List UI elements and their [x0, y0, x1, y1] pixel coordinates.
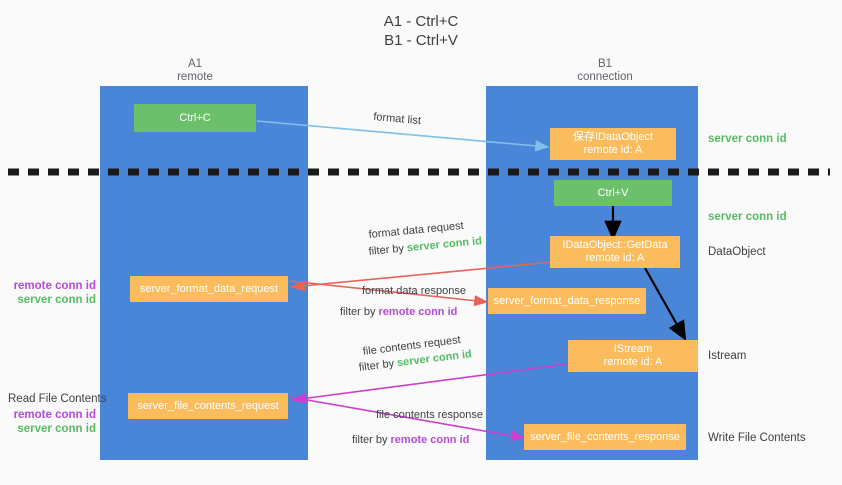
edge-label-format-data-response-filter: filter by remote conn id — [340, 305, 457, 319]
lane-a1-sub: remote — [177, 71, 213, 83]
node-server-format-data-response[interactable]: server_format_data_response — [488, 288, 646, 314]
diagram-title-line2: B1 - Ctrl+V — [384, 32, 458, 49]
edge-filter-prefix-3: filter by — [358, 357, 398, 374]
left-conn-stack-format: remote conn id server conn id — [0, 279, 96, 307]
node-server-format-data-response-label: server_format_data_response — [493, 294, 641, 307]
edge-filter-prefix-4: filter by — [352, 434, 391, 446]
lane-b1-name: B1 — [597, 58, 613, 70]
edge-filter-key-4: remote conn id — [390, 434, 470, 446]
edge-label-file-contents-response: file contents response — [376, 409, 484, 421]
edge-filter-prefix-1: filter by — [368, 242, 408, 258]
node-ctrl-v[interactable]: Ctrl+V — [554, 180, 672, 206]
label-server-conn-id-1: server conn id — [17, 294, 96, 306]
label-server-conn-id-mid: server conn id — [708, 211, 787, 223]
node-save-idataobject-line2: remote id: A — [583, 144, 643, 156]
node-server-file-contents-response-label: server_file_contents_response — [530, 430, 680, 443]
node-idataobject-getdata[interactable]: IDataObject::GetData remote id: A — [550, 236, 680, 268]
node-server-file-contents-response[interactable]: server_file_contents_response — [524, 424, 686, 450]
lane-header-a1: A1 remote — [120, 58, 270, 84]
node-save-idataobject-line1: 保存IDataObject — [572, 131, 654, 143]
node-istream[interactable]: IStream remote id: A — [568, 340, 698, 372]
left-conn-stack-file: remote conn id server conn id — [0, 408, 96, 436]
edge-filter-prefix-2: filter by — [340, 306, 379, 318]
node-ctrl-v-label: Ctrl+V — [597, 186, 629, 199]
label-read-file-contents: Read File Contents — [8, 393, 107, 405]
node-ctrl-c-label: Ctrl+C — [179, 111, 211, 124]
node-ctrl-c[interactable]: Ctrl+C — [134, 104, 256, 132]
node-getdata-line2: remote id: A — [585, 252, 645, 264]
node-istream-line1: IStream — [613, 343, 653, 355]
edge-label-format-list: format list — [372, 110, 422, 128]
node-server-file-contents-request-label: server_file_contents_request — [137, 399, 279, 412]
node-server-format-data-request-label: server_format_data_request — [139, 282, 279, 295]
label-server-conn-id-2: server conn id — [17, 423, 96, 435]
label-remote-conn-id-2: remote conn id — [13, 409, 96, 421]
node-getdata-line1: IDataObject::GetData — [562, 239, 668, 251]
edge-label-file-contents-response-filter: filter by remote conn id — [352, 433, 469, 447]
node-save-idataobject[interactable]: 保存IDataObject remote id: A — [550, 128, 676, 160]
edge-filter-key-1: server conn id — [406, 235, 483, 255]
node-server-file-contents-request[interactable]: server_file_contents_request — [128, 393, 288, 419]
label-remote-conn-id-1: remote conn id — [13, 280, 96, 292]
node-istream-line2: remote id: A — [603, 356, 663, 368]
lane-a1-name: A1 — [187, 58, 203, 70]
diagram-title-line1: A1 - Ctrl+C — [383, 13, 459, 30]
label-istream: Istream — [708, 350, 747, 362]
lane-b1-sub: connection — [577, 71, 633, 83]
label-server-conn-id-top: server conn id — [708, 133, 787, 145]
label-dataobject: DataObject — [708, 246, 766, 258]
edge-label-format-data-response: format data response — [362, 285, 466, 297]
label-write-file-contents: Write File Contents — [708, 432, 806, 444]
lane-header-b1: B1 connection — [530, 58, 680, 84]
edge-filter-key-2: remote conn id — [378, 306, 458, 318]
node-server-format-data-request[interactable]: server_format_data_request — [130, 276, 288, 302]
